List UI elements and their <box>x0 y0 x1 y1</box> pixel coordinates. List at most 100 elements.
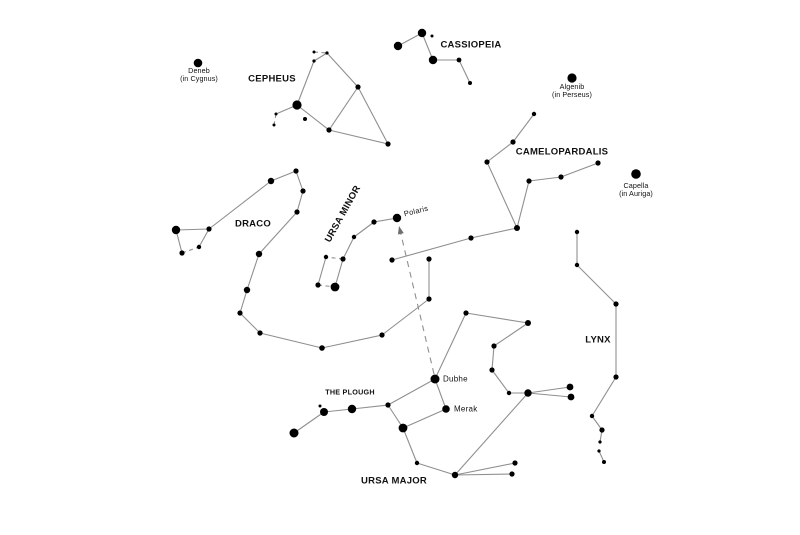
camelopardalis-star <box>526 178 532 184</box>
draco-line <box>296 190 304 213</box>
ursa-major-line <box>454 473 513 476</box>
label-deneb-name: Deneb <box>188 66 210 75</box>
lynx-star <box>599 427 605 433</box>
ursa-major-star <box>566 383 574 391</box>
cepheus-line <box>328 86 359 131</box>
ursa-minor-line <box>334 258 344 288</box>
draco-line <box>239 312 261 334</box>
cepheus-star <box>272 123 276 127</box>
ursa-major-star <box>430 374 440 384</box>
draco-star <box>237 310 243 316</box>
camelopardalis-star <box>468 235 474 241</box>
ursa-minor-star <box>315 282 321 288</box>
cepheus-star <box>274 112 278 116</box>
cepheus-line <box>326 52 359 88</box>
cepheus-line <box>296 104 330 131</box>
draco-star <box>255 250 263 258</box>
draco-line <box>270 170 297 182</box>
draco-line <box>321 334 383 349</box>
camelopardalis-star <box>510 139 516 145</box>
draco-star <box>294 209 300 215</box>
ursa-major-star <box>385 402 391 408</box>
ursa-minor-line <box>317 256 327 286</box>
ursa-major-star <box>567 393 575 401</box>
draco-star <box>319 345 325 351</box>
cepheus-star <box>385 141 391 147</box>
camelopardalis-line <box>528 176 562 182</box>
label-deneb-sub: (in Cygnus) <box>180 74 218 84</box>
lynx-line <box>591 415 603 431</box>
ursa-major-line <box>491 345 495 371</box>
ursa-major-star <box>489 367 495 373</box>
cassiopeia-star <box>468 81 472 85</box>
ursa-major-line <box>387 404 404 429</box>
ursa-minor-line <box>353 221 375 238</box>
ursa-major-star <box>509 471 515 477</box>
ursa-minor-star <box>351 234 357 240</box>
lynx-line <box>576 264 617 305</box>
ursa-major-star <box>320 408 328 416</box>
ursa-major-line <box>491 369 510 394</box>
cassiopeia-star <box>456 57 462 63</box>
ursa-minor-star <box>330 282 340 292</box>
ursa-major-star <box>289 428 299 438</box>
cepheus-line <box>328 129 389 145</box>
camelopardalis-star <box>389 257 395 263</box>
draco-star <box>293 168 299 174</box>
cepheus-star <box>355 84 361 90</box>
lynx-star <box>574 262 580 268</box>
cepheus-star <box>326 127 332 133</box>
ursa-major-star <box>524 389 532 397</box>
ursa-major-star <box>506 390 512 396</box>
cepheus-line <box>296 60 315 106</box>
ursa-major-star <box>398 423 408 433</box>
ursa-major-line <box>527 392 572 398</box>
ursa-major-star <box>442 405 450 413</box>
ursa-minor-star <box>371 219 377 225</box>
ursa-minor-line <box>342 236 355 260</box>
ursa-major-line <box>351 404 389 410</box>
cassiopeia-star <box>430 34 434 38</box>
ursa-major-star <box>491 343 497 349</box>
label-cassiopeia: CASSIOPEIA <box>440 39 502 51</box>
draco-line <box>259 332 323 349</box>
ursa-major-star <box>347 404 357 414</box>
label-ursa-major: URSA MAJOR <box>360 475 428 487</box>
ursa-major-line <box>402 427 418 464</box>
lynx-line <box>591 376 617 417</box>
draco-star <box>171 225 181 235</box>
ursa-major-star <box>512 460 518 466</box>
draco-line <box>258 211 298 255</box>
pointer-arrowhead <box>397 226 404 235</box>
cassiopeia-star <box>417 28 427 38</box>
label-cepheus: CEPHEUS <box>248 73 296 85</box>
lynx-star <box>574 229 580 235</box>
lynx-star <box>613 374 619 380</box>
draco-star <box>426 256 432 262</box>
draco-line <box>198 228 210 248</box>
label-camelopardalis: CAMELOPARDALIS <box>515 146 609 158</box>
ursa-major-star <box>463 310 469 316</box>
ursa-minor-star <box>323 254 329 260</box>
camelopardalis-star <box>531 111 537 117</box>
camelopardalis-line <box>512 113 535 143</box>
cepheus-dashed-line <box>313 51 328 54</box>
ursa-major-line <box>416 462 456 476</box>
draco-line <box>239 289 248 314</box>
label-capella-name: Capella <box>623 181 649 190</box>
algenib-star <box>567 73 577 83</box>
cepheus-dashed-line <box>273 113 277 126</box>
cepheus-star <box>312 59 316 63</box>
ursa-major-line <box>454 392 529 476</box>
cepheus-line <box>357 86 389 145</box>
camelopardalis-line <box>470 227 518 239</box>
draco-star <box>243 286 251 294</box>
draco-line <box>208 180 272 230</box>
label-lynx: LYNX <box>585 334 611 346</box>
draco-star <box>300 188 306 194</box>
camelopardalis-line <box>486 141 514 163</box>
label-capella-sub: (in Auriga) <box>619 189 653 199</box>
cassiopeia-line <box>421 32 434 61</box>
label-algenib-sub: (in Perseus) <box>552 90 592 100</box>
